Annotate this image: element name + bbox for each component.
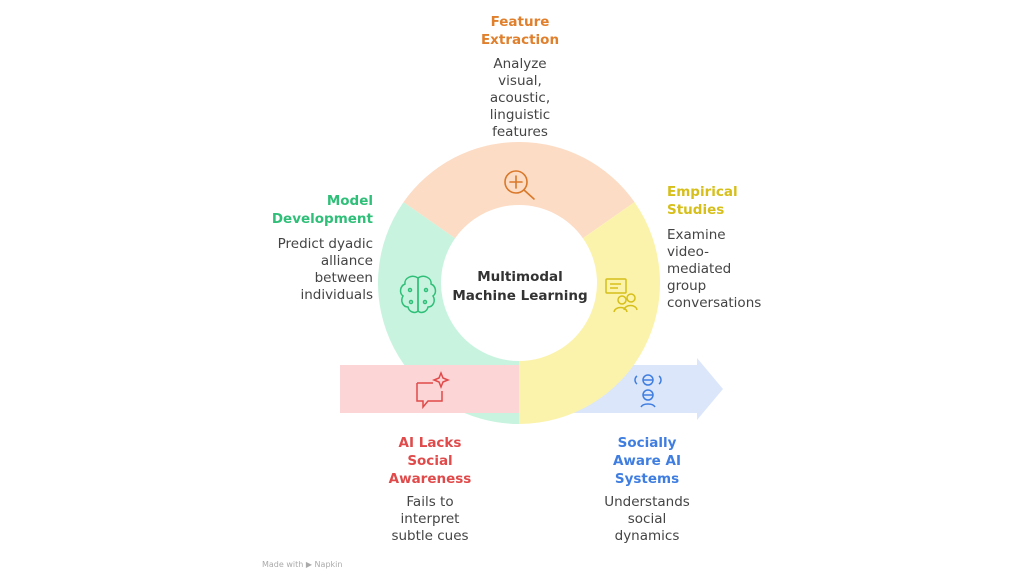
desc-line: mediated: [667, 261, 732, 277]
title-line: Model: [326, 193, 373, 209]
ai-lacks-title: AI Lacks Social Awareness: [360, 434, 500, 488]
desc-line: subtle cues: [391, 528, 469, 544]
desc-line: individuals: [300, 287, 373, 303]
desc-line: features: [492, 124, 548, 140]
zoom-in-icon: [504, 170, 535, 200]
title-line: Awareness: [388, 471, 472, 487]
title-line: Feature: [490, 14, 550, 30]
center-label: Multimodal Machine Learning: [440, 268, 600, 306]
title-line: Social: [407, 453, 453, 469]
feature-extraction-title: Feature Extraction: [450, 13, 590, 49]
title-line: Empirical: [667, 184, 738, 200]
empirical-studies-segment: [519, 202, 660, 424]
model-development-title: Model Development: [223, 192, 373, 228]
desc-line: social: [627, 511, 667, 527]
desc-line: acoustic,: [489, 90, 551, 106]
desc-line: interpret: [400, 511, 460, 527]
center-line1: Multimodal: [477, 269, 563, 285]
desc-line: Predict dyadic: [277, 236, 373, 252]
center-line2: Machine Learning: [452, 288, 588, 304]
socially-aware-desc: Understands social dynamics: [577, 494, 717, 545]
empirical-studies-desc: Examine video- mediated group conversati…: [667, 227, 761, 312]
ai-lacks-bar: [340, 365, 519, 413]
people-network-icon: [634, 374, 662, 408]
chat-sparkle-icon: [416, 370, 451, 410]
desc-line: Analyze: [493, 56, 547, 72]
brain-circuit-icon: [399, 275, 437, 314]
desc-line: group: [667, 278, 707, 294]
feature-extraction-desc: Analyze visual, acoustic, linguistic fea…: [450, 56, 590, 141]
title-line: AI Lacks: [398, 435, 462, 451]
title-line: Studies: [667, 202, 725, 218]
desc-line: linguistic: [489, 107, 551, 123]
empirical-studies-title: Empirical Studies: [667, 183, 738, 219]
desc-line: conversations: [667, 295, 762, 311]
title-line: Systems: [614, 471, 680, 487]
desc-line: video-: [667, 244, 709, 260]
ai-lacks-desc: Fails to interpret subtle cues: [360, 494, 500, 545]
desc-line: Fails to: [406, 494, 454, 510]
desc-line: Understands: [604, 494, 690, 510]
desc-line: visual,: [498, 73, 542, 89]
desc-line: dynamics: [614, 528, 680, 544]
desc-line: Examine: [667, 227, 726, 243]
desc-line: alliance: [320, 253, 373, 269]
group-conversation-icon: [605, 278, 638, 313]
socially-aware-title: Socially Aware AI Systems: [577, 434, 717, 488]
title-line: Socially: [617, 435, 677, 451]
napkin-watermark: Made with ▶ Napkin: [262, 560, 343, 569]
model-development-desc: Predict dyadic alliance between individu…: [223, 236, 373, 304]
feature-extraction-segment: [403, 142, 635, 239]
title-line: Extraction: [480, 32, 560, 48]
title-line: Development: [271, 211, 373, 227]
desc-line: between: [314, 270, 373, 286]
title-line: Aware AI: [612, 453, 681, 469]
